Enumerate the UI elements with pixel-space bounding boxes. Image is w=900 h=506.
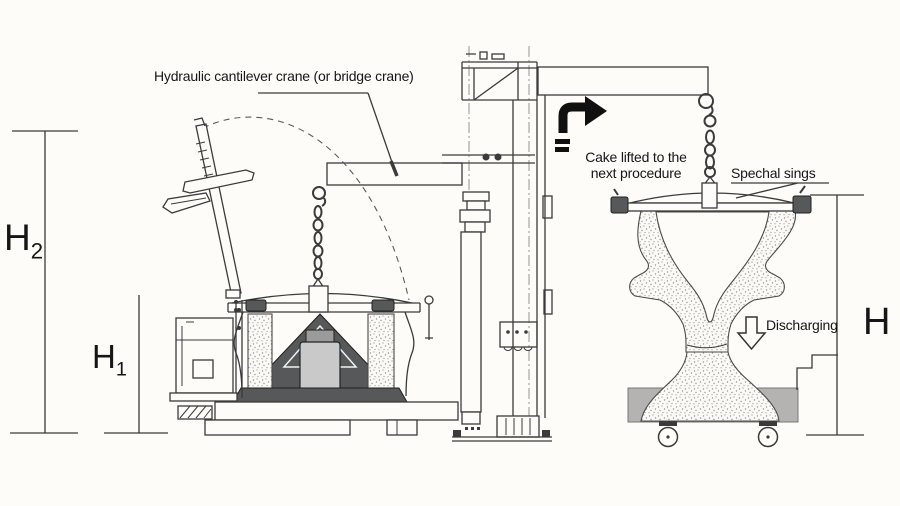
centrifuge-base [177, 401, 459, 436]
discharging-label: Discharging [766, 317, 838, 333]
bag-cavity [655, 211, 770, 323]
cover-lug [701, 182, 718, 209]
crane-beam-right [537, 66, 709, 96]
pit-step-outline [796, 354, 838, 390]
dim-label-h2: H2 [4, 217, 44, 264]
dimension-line-h2 [10, 130, 78, 434]
cake-lifted-label: Cake lifted to the next procedure [566, 149, 706, 181]
hook-chain-right [698, 93, 718, 187]
cake-in-basket-right [367, 313, 395, 391]
cake-lifted-line2: next procedure [590, 165, 682, 181]
dim-label-h: H [863, 301, 891, 343]
control-box [169, 317, 238, 402]
cake-bag [610, 182, 812, 422]
dimension-line-h [806, 194, 864, 436]
cake-in-basket-left [247, 313, 273, 391]
hook-chain-left [311, 186, 327, 289]
crane-label: Hydraulic cantilever crane (or bridge cr… [154, 68, 414, 84]
cake-lifted-line1: Cake lifted to the [585, 149, 687, 165]
caster-wheels [657, 421, 779, 448]
lifting-lug [308, 285, 329, 313]
centrifuge-housing [227, 285, 434, 413]
dimension-line-h1 [104, 295, 168, 434]
slings-label: Spechal sings [731, 165, 816, 181]
bent-arrow-icon [555, 96, 607, 152]
open-lid [162, 117, 255, 312]
bag-cover [610, 182, 812, 214]
dim-label-h1: H1 [92, 338, 127, 381]
label-leader-lines [258, 92, 829, 199]
centrifuge [169, 285, 459, 436]
discharge-stream-and-pile [640, 351, 780, 422]
swing-arc [202, 116, 410, 301]
crane-tower [452, 46, 553, 442]
down-arrow-icon [736, 316, 767, 351]
